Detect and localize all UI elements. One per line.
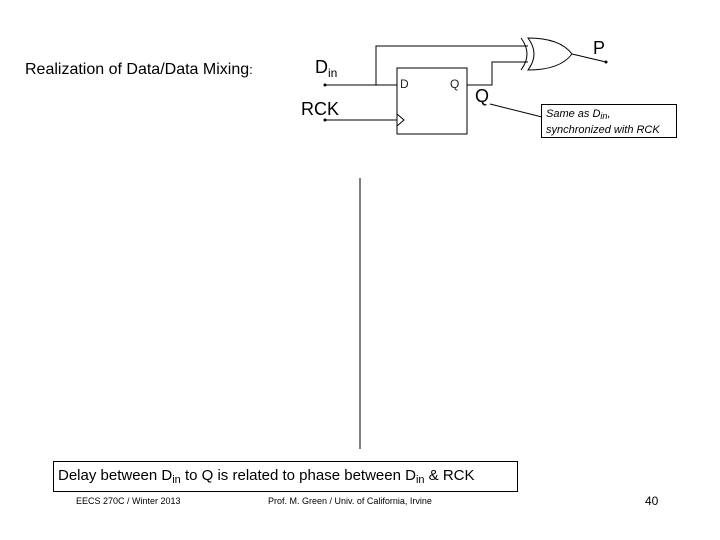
p-terminal-dot <box>604 60 608 64</box>
flip-flop-box <box>396 67 468 135</box>
q-to-xor-wire <box>467 61 528 86</box>
q-note-line2: synchronized with RCK <box>546 124 660 136</box>
flip-flop-pin-d: D <box>400 77 409 91</box>
page-number: 40 <box>645 494 659 508</box>
xor-gate <box>527 37 573 71</box>
q-note-box: Same as Din, synchronized with RCK <box>541 104 677 138</box>
footer-course: EECS 270C / Winter 2013 <box>76 496 181 506</box>
caption-box: Delay between Din to Q is related to pha… <box>53 461 518 492</box>
din-terminal-dot <box>323 83 327 87</box>
slide-heading: Realization of Data/Data Mixing: <box>25 61 253 78</box>
footer-author: Prof. M. Green / Univ. of California, Ir… <box>268 496 432 506</box>
rck-terminal-dot <box>323 118 327 122</box>
rck-label: RCK <box>301 99 340 119</box>
p-wire <box>571 53 607 63</box>
clock-triangle <box>396 113 405 127</box>
xor-gate-back-arc <box>520 37 528 71</box>
p-label: P <box>593 38 606 58</box>
q-leader-line <box>489 103 543 118</box>
din-label: Din <box>315 57 338 80</box>
flip-flop-pin-q: Q <box>450 77 460 91</box>
q-note-line1: Same as Din, <box>546 108 611 121</box>
din-to-xor-wire <box>375 45 528 85</box>
q-label: Q <box>475 86 490 106</box>
